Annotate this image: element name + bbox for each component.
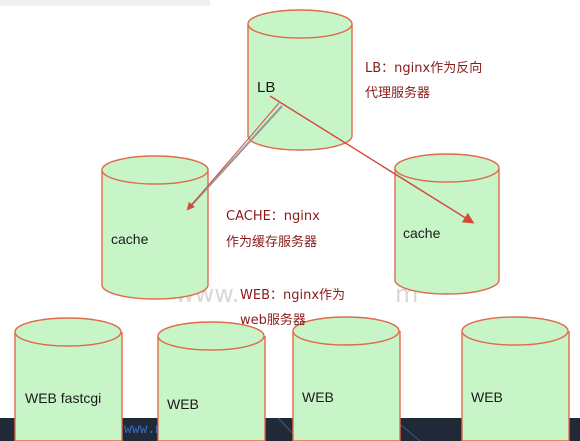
lb-note: LB：nginx作为反向 代理服务器 xyxy=(365,60,482,101)
lb-cylinder: LB xyxy=(247,9,353,151)
web-fastcgi-cylinder: WEB fastcgi xyxy=(14,317,123,441)
lb-note-line1: LB：nginx作为反向 xyxy=(365,60,482,76)
cache-left-cylinder: cache xyxy=(101,155,209,300)
web-cylinder-3: WEB xyxy=(292,316,401,441)
web-2-label: WEB xyxy=(167,396,199,412)
lb-label: LB xyxy=(257,79,275,96)
cache-note-line2: 作为缓存服务器 xyxy=(226,234,317,250)
bottom-band xyxy=(0,418,580,441)
web-4-label: WEB xyxy=(471,389,503,405)
cache-right-cylinder: cache xyxy=(394,153,500,295)
cache-right-label: cache xyxy=(403,225,441,241)
cache-note: CACHE：nginx 作为缓存服务器 xyxy=(226,209,320,250)
web-note-line1: WEB：nginx作为 xyxy=(240,288,345,303)
web-note: WEB：nginx作为 web服务器 xyxy=(240,288,345,328)
web-cylinder-2: WEB xyxy=(157,321,266,441)
web-cylinder-4: WEB xyxy=(461,316,570,441)
page-background-strip xyxy=(0,0,210,6)
arrow-lb-to-cache-left xyxy=(186,102,283,211)
arrow-lb-to-cache-right xyxy=(269,95,475,224)
cache-left-label: cache xyxy=(111,231,149,247)
lb-note-line2: 代理服务器 xyxy=(365,85,430,101)
web-note-line2: web服务器 xyxy=(240,312,306,328)
bottom-url-text: www.m xyxy=(124,422,163,437)
web-3-label: WEB xyxy=(302,389,334,405)
cache-note-line1: CACHE：nginx xyxy=(226,209,320,224)
web-fastcgi-label: WEB fastcgi xyxy=(25,390,101,406)
